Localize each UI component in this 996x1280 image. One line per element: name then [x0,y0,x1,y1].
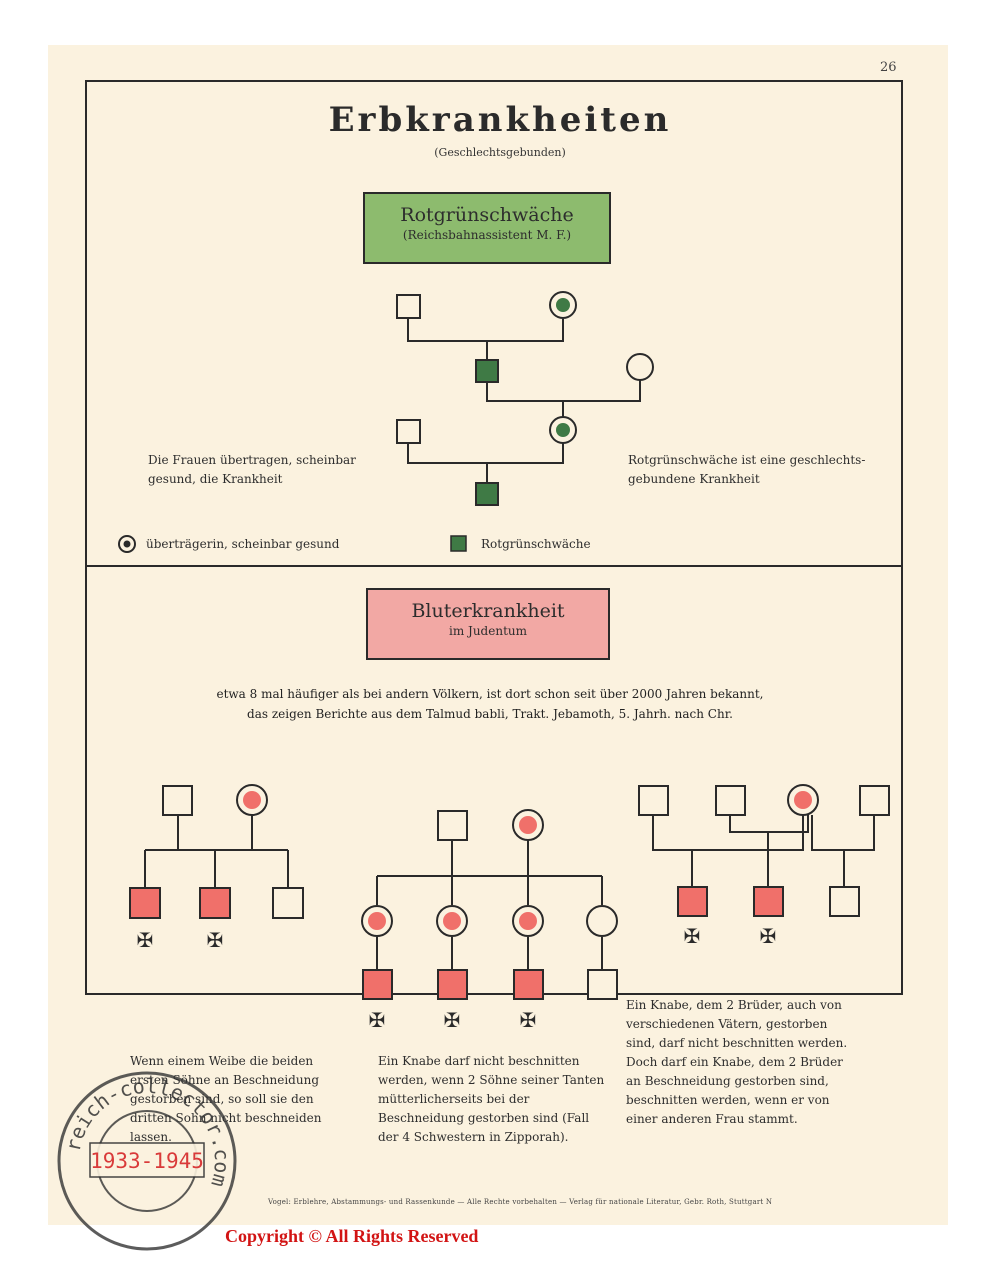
page-subtitle: (Geschlechtsgebunden) [434,146,566,159]
female-carrier-symbol [549,291,577,319]
pedigree-lines [144,319,875,970]
grandfather-symbol [437,810,468,841]
sex-linked-note: Rotgrünschwäche ist eine geschlechts-geb… [628,453,866,486]
hemophilia-title-box: Bluterkrankheit im Judentum [366,588,610,660]
son-affected-symbol [199,887,231,919]
male-affected-symbol [475,359,499,383]
male-unaffected-symbol [396,294,421,319]
sister-carrier-symbol [436,905,468,937]
legend-carrier-label: überträgerin, scheinbar gesund [146,537,340,551]
caption-center: Ein Knabe darf nicht beschnitten werden,… [378,1054,605,1144]
female-unaffected-symbol [626,353,654,381]
death-cross-icon: ✠ [760,924,777,948]
son-affected-symbol [513,969,544,1000]
hemophilia-title: Bluterkrankheit [411,600,565,622]
male-unaffected-symbol [396,419,421,444]
father-1-symbol [638,785,669,816]
caption-right: Ein Knabe, dem 2 Brüder, auch von versch… [626,998,848,1126]
father-symbol [162,785,193,816]
grandmother-carrier-symbol [512,809,544,841]
copyright-notice: Copyright © All Rights Reserved [225,1226,479,1246]
death-cross-icon: ✠ [137,928,154,952]
collector-stamp: reich-collector.com 1933-1945 [57,1071,237,1251]
publisher-footer: Vogel: Erblehre, Abstammungs- und Rassen… [268,1198,773,1206]
hemophilia-intro: etwa 8 mal häufiger als bei andern Völke… [190,684,790,724]
son-unaffected-symbol [829,886,860,917]
intro-line-1: etwa 8 mal häufiger als bei andern Völke… [216,687,764,701]
color-blindness-subtitle: (Reichsbahnassistent M. F.) [402,228,572,242]
father-2-symbol [715,785,746,816]
sister-carrier-symbol [361,905,393,937]
death-cross-icon: ✠ [520,1008,537,1032]
carrier-note: Die Frauen übertragen, scheinbar gesund,… [148,453,356,486]
son-affected-symbol [362,969,393,1000]
stamp-years: 1933-1945 [90,1149,204,1173]
male-affected-symbol [475,482,499,506]
legend-carrier-icon [118,535,136,553]
mother-carrier-symbol [787,784,819,816]
mother-carrier-symbol [236,784,268,816]
sister-carrier-symbol [512,905,544,937]
hemophilia-subtitle: im Judentum [448,624,527,638]
female-carrier-symbol [549,416,577,444]
chart-frame [85,80,903,995]
death-cross-icon: ✠ [369,1008,386,1032]
son-affected-symbol [437,969,468,1000]
death-cross-icon: ✠ [207,928,224,952]
son-affected-symbol [753,886,784,917]
page-number: 26 [880,60,897,75]
son-unaffected-symbol [587,969,618,1000]
intro-line-2: das zeigen Berichte aus dem Talmud babli… [247,707,733,721]
death-cross-icon: ✠ [444,1008,461,1032]
section-divider [85,565,903,567]
caption-left: Wenn einem Weibe die beiden ersten Söhne… [130,1054,322,1144]
color-blindness-title: Rotgrünschwäche [400,204,574,226]
page-title: Erbkrankheiten [328,100,672,140]
color-blindness-title-box: Rotgrünschwäche (Reichsbahnassistent M. … [363,192,611,264]
son-affected-symbol [129,887,161,919]
legend-affected-label: Rotgrünschwäche [481,537,591,551]
sister-unaffected-symbol [586,905,618,937]
father-3-symbol [859,785,890,816]
son-unaffected-symbol [272,887,304,919]
death-cross-icon: ✠ [684,924,701,948]
legend-affected-icon [450,535,467,552]
son-affected-symbol [677,886,708,917]
